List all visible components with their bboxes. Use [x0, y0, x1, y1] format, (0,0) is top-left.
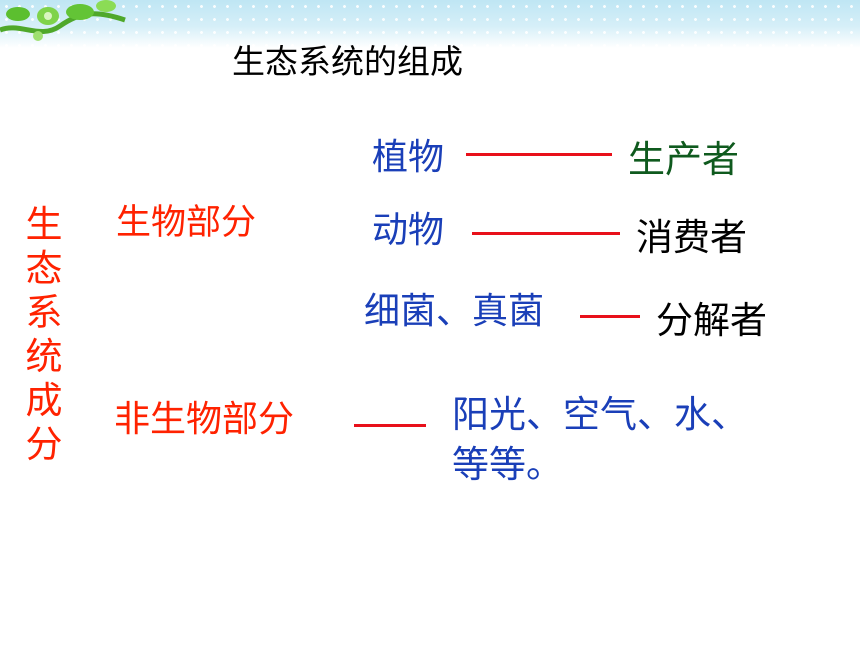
vine-decoration-icon: [0, 0, 126, 41]
abiotic-items-line1: 阳光、空气、水、: [452, 393, 748, 436]
page-title: 生态系统的组成: [232, 42, 463, 81]
biotic-label: 生物部分: [116, 203, 257, 243]
vertical-label-char: 生: [25, 203, 63, 246]
vertical-label-char: 系: [25, 291, 63, 334]
organism-bacteria-fungi: 细菌、真菌: [364, 291, 545, 332]
abiotic-items-line2: 等等。: [452, 443, 563, 486]
connector-line: [466, 153, 612, 156]
connector-line: [354, 424, 426, 427]
role-consumer: 消费者: [636, 216, 747, 259]
organism-plant: 植物: [372, 137, 445, 178]
organism-animal: 动物: [372, 210, 445, 251]
vertical-label-char: 态: [25, 247, 63, 290]
header-banner: [0, 0, 860, 48]
connector-line: [580, 315, 640, 318]
role-decomposer: 分解者: [656, 299, 767, 342]
vertical-label-char: 成: [25, 379, 63, 422]
abiotic-label: 非生物部分: [114, 399, 295, 440]
vertical-label-char: 分: [25, 423, 63, 466]
role-producer: 生产者: [628, 138, 739, 181]
banner-dot-pattern: [0, 0, 860, 48]
connector-line: [472, 232, 620, 235]
vertical-label-ecosystem-components: 生 态 系 统 成 分: [24, 203, 64, 467]
vertical-label-char: 统: [25, 335, 63, 378]
